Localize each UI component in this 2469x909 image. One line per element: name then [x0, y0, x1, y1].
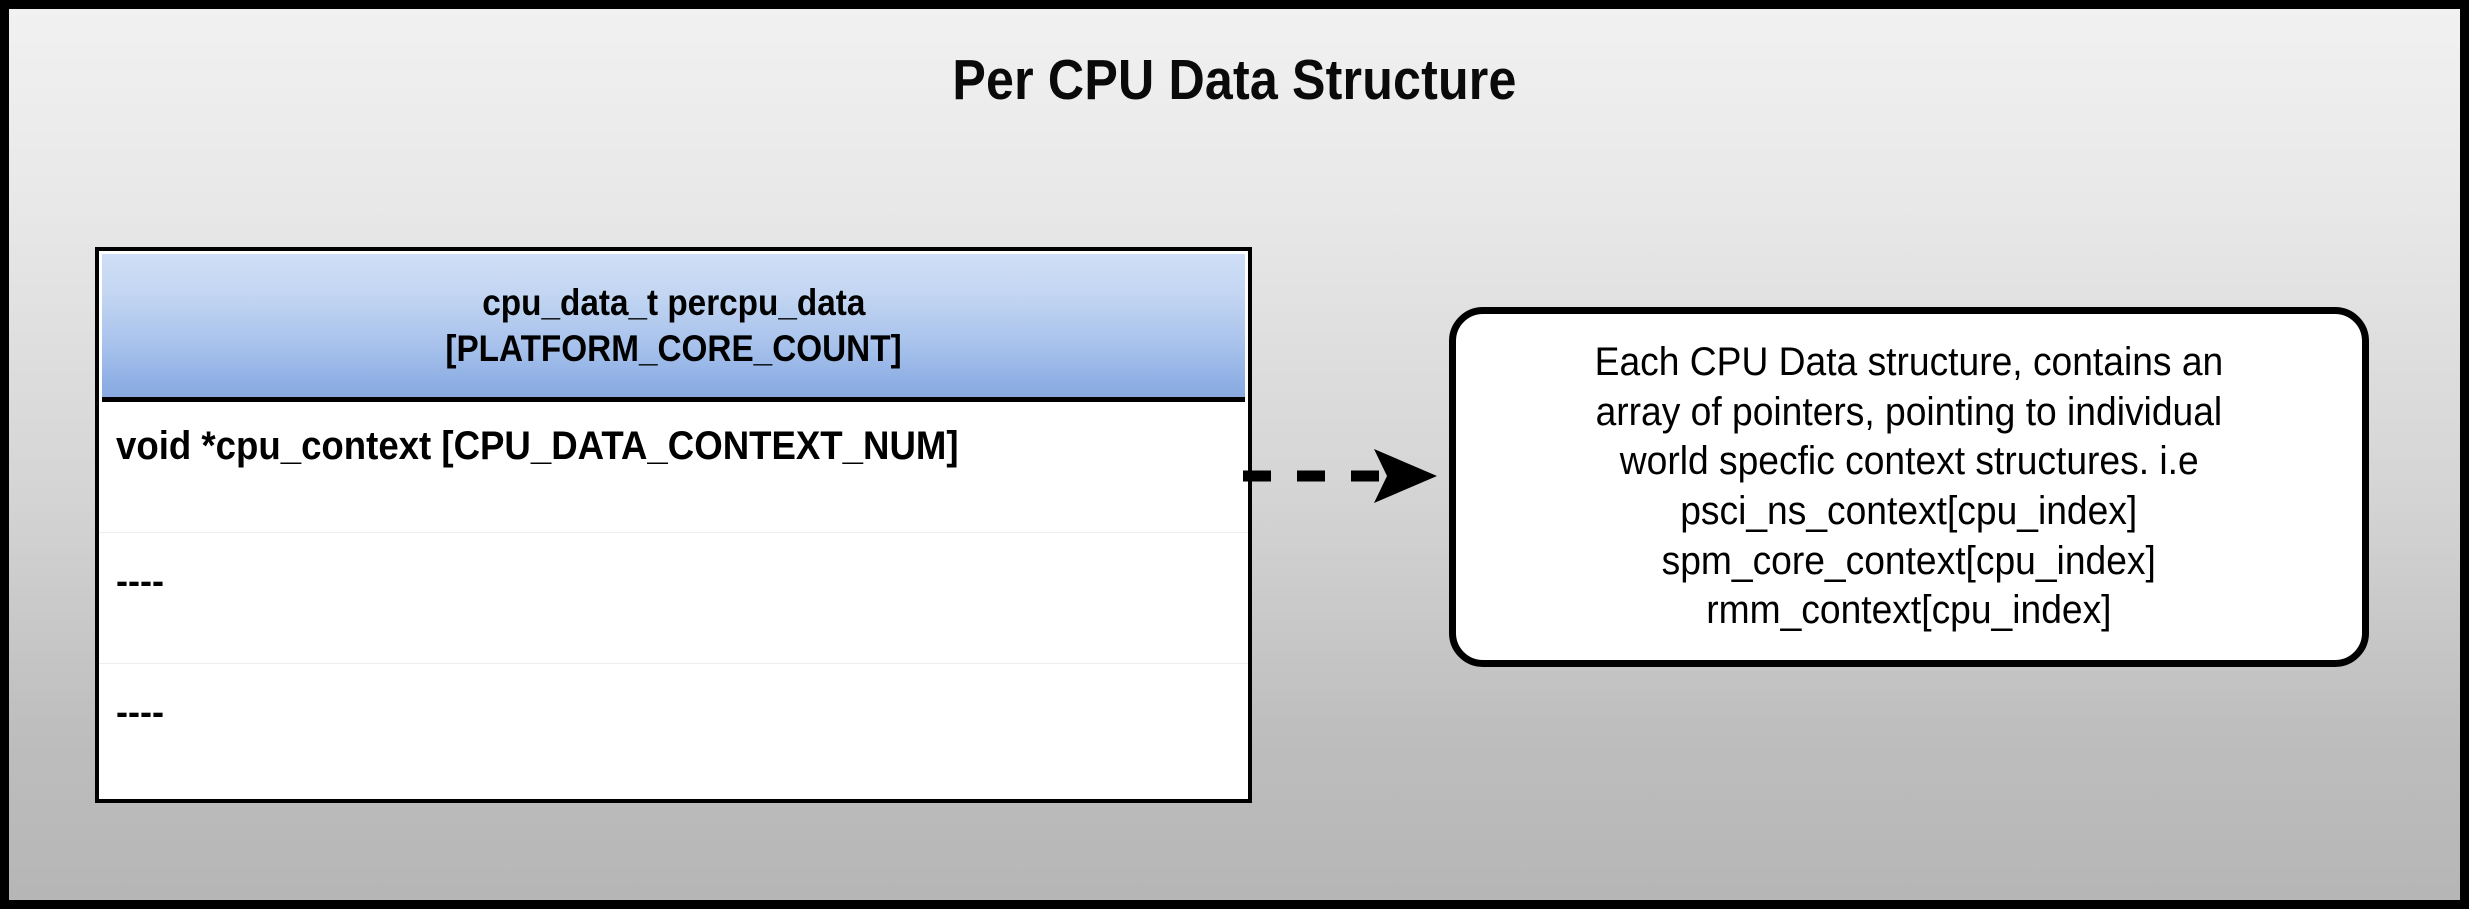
callout-note: Each CPU Data structure, contains an arr… — [1449, 307, 2369, 667]
callout-line-2: array of pointers, pointing to individua… — [1595, 389, 2223, 434]
table-row: ---- — [99, 664, 1248, 795]
class-member-placeholder-1: ---- — [116, 560, 164, 601]
callout-line-5: spm_core_context[cpu_index] — [1661, 538, 2157, 583]
percpu-data-class-box: cpu_data_t percpu_data [PLATFORM_CORE_CO… — [95, 247, 1252, 803]
table-row: ---- — [99, 533, 1248, 664]
callout-line-1: Each CPU Data structure, contains an — [1594, 340, 2224, 385]
page-title: Per CPU Data Structure — [952, 48, 1517, 112]
dashed-arrow-connector — [1241, 441, 1441, 511]
callout-line-4: psci_ns_context[cpu_index] — [1680, 489, 2138, 533]
class-member-placeholder-2: ---- — [116, 691, 164, 732]
table-row: void *cpu_context [CPU_DATA_CONTEXT_NUM] — [99, 402, 1248, 533]
class-member-cpu-context: void *cpu_context [CPU_DATA_CONTEXT_NUM] — [116, 424, 959, 468]
arrow-right-icon — [1243, 449, 1437, 503]
callout-line-3: world specfic context structures. i.e — [1619, 439, 2199, 484]
class-header-line-1: cpu_data_t percpu_data — [481, 282, 866, 324]
class-box-rows: void *cpu_context [CPU_DATA_CONTEXT_NUM]… — [99, 402, 1248, 795]
class-header-line-2: [PLATFORM_CORE_COUNT] — [445, 327, 902, 369]
callout-line-6: rmm_context[cpu_index] — [1706, 588, 2112, 633]
class-box-header: cpu_data_t percpu_data [PLATFORM_CORE_CO… — [102, 254, 1245, 402]
